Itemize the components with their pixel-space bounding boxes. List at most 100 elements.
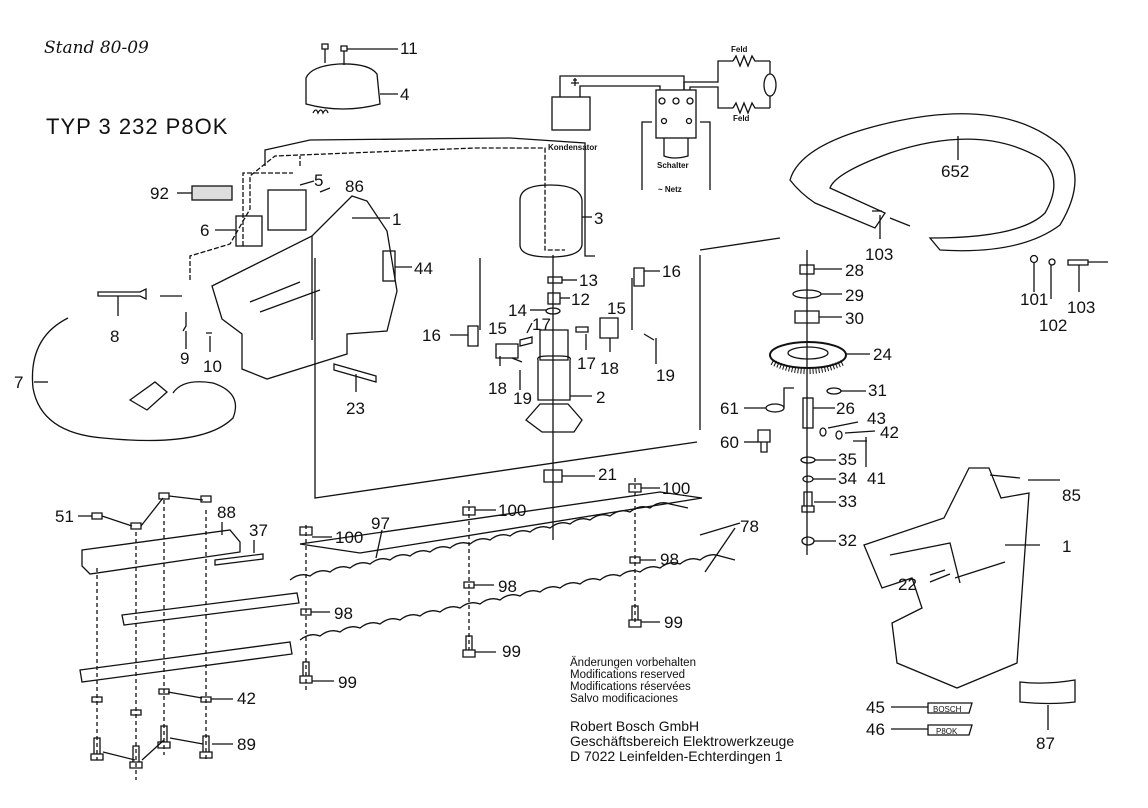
callout-part-1[interactable]: 1 bbox=[1062, 537, 1072, 556]
guide-line bbox=[314, 237, 781, 499]
callout-part-19[interactable]: 19 bbox=[656, 366, 675, 385]
callout-part-13[interactable]: 13 bbox=[579, 271, 598, 290]
switch-contact bbox=[686, 97, 694, 105]
cord-sleeve bbox=[97, 287, 147, 301]
callout-part-1[interactable]: 1 bbox=[392, 210, 402, 229]
callout-part-9[interactable]: 9 bbox=[180, 349, 190, 368]
callout-part-98[interactable]: 98 bbox=[660, 550, 679, 569]
leader bbox=[450, 270, 660, 336]
callout-part-41[interactable]: 41 bbox=[867, 469, 886, 488]
callout-part-8[interactable]: 8 bbox=[110, 327, 120, 346]
callout-part-19[interactable]: 19 bbox=[513, 389, 532, 408]
callout-part-28[interactable]: 28 bbox=[845, 261, 864, 280]
callout-part-87[interactable]: 87 bbox=[1036, 734, 1055, 753]
callout-part-44[interactable]: 44 bbox=[414, 259, 433, 278]
callout-part-652[interactable]: 652 bbox=[941, 162, 970, 181]
callout-part-100[interactable]: 100 bbox=[498, 501, 527, 520]
screw bbox=[321, 43, 329, 63]
callout-part-33[interactable]: 33 bbox=[838, 492, 857, 511]
leader bbox=[347, 48, 398, 95]
plug bbox=[128, 381, 168, 411]
callout-part-37[interactable]: 37 bbox=[249, 521, 268, 540]
callout-part-3[interactable]: 3 bbox=[594, 209, 604, 228]
callout-part-24[interactable]: 24 bbox=[873, 345, 892, 364]
label-plate bbox=[382, 250, 396, 282]
callout-part-15[interactable]: 15 bbox=[607, 299, 626, 318]
callout-part-17[interactable]: 17 bbox=[577, 354, 596, 373]
callout-part-21[interactable]: 21 bbox=[598, 465, 617, 484]
wiring-label-field-bottom: Feld bbox=[733, 114, 750, 123]
callout-part-100[interactable]: 100 bbox=[335, 528, 364, 547]
callout-part-22[interactable]: 22 bbox=[898, 575, 917, 594]
callout-part-34[interactable]: 34 bbox=[838, 469, 857, 488]
wire-harness bbox=[189, 147, 565, 280]
callout-part-85[interactable]: 85 bbox=[1062, 486, 1081, 505]
part-blade-assembly bbox=[78, 478, 741, 780]
callout-part-12[interactable]: 12 bbox=[571, 290, 590, 309]
bushing bbox=[801, 536, 815, 546]
callout-part-99[interactable]: 99 bbox=[338, 673, 357, 692]
callout-part-11[interactable]: 11 bbox=[400, 39, 418, 58]
address-line: D 7022 Leinfelden-Echterdingen 1 bbox=[570, 748, 783, 764]
callout-part-101[interactable]: 101 bbox=[1020, 290, 1049, 309]
callout-part-31[interactable]: 31 bbox=[868, 381, 887, 400]
warning-label bbox=[1019, 679, 1076, 705]
callout-part-2[interactable]: 2 bbox=[596, 388, 606, 407]
callout-part-100[interactable]: 100 bbox=[662, 479, 691, 498]
callout-part-102[interactable]: 102 bbox=[1039, 316, 1068, 335]
callout-part-10[interactable]: 10 bbox=[203, 357, 222, 376]
callout-part-15[interactable]: 15 bbox=[488, 319, 507, 338]
callout-part-45[interactable]: 45 bbox=[866, 698, 885, 717]
leader bbox=[499, 322, 611, 366]
callout-part-98[interactable]: 98 bbox=[498, 577, 517, 596]
callout-part-35[interactable]: 35 bbox=[838, 450, 857, 469]
wire-harness bbox=[264, 137, 595, 257]
callout-part-99[interactable]: 99 bbox=[664, 613, 683, 632]
callout-part-46[interactable]: 46 bbox=[866, 720, 885, 739]
callout-part-78[interactable]: 78 bbox=[740, 517, 759, 536]
callout-part-42[interactable]: 42 bbox=[237, 689, 256, 708]
key-bar bbox=[333, 363, 377, 383]
callout-part-17[interactable]: 17 bbox=[532, 315, 551, 334]
spring-clip bbox=[467, 267, 645, 347]
wire bbox=[579, 85, 661, 97]
guide-line bbox=[479, 255, 701, 540]
callout-part-103[interactable]: 103 bbox=[1067, 298, 1096, 317]
callout-part-32[interactable]: 32 bbox=[838, 531, 857, 550]
model-type-title: TYP 3 232 P8OK bbox=[46, 114, 229, 139]
callout-part-97[interactable]: 97 bbox=[371, 514, 390, 533]
callout-part-16[interactable]: 16 bbox=[662, 262, 681, 281]
callout-part-88[interactable]: 88 bbox=[217, 503, 236, 522]
callout-part-23[interactable]: 23 bbox=[346, 399, 365, 418]
callout-part-26[interactable]: 26 bbox=[836, 399, 855, 418]
callout-part-42[interactable]: 42 bbox=[880, 423, 899, 442]
wire bbox=[683, 60, 733, 90]
callout-part-99[interactable]: 99 bbox=[502, 642, 521, 661]
callout-part-43[interactable]: 43 bbox=[867, 409, 886, 428]
callout-part-86[interactable]: 86 bbox=[345, 177, 364, 196]
callout-part-29[interactable]: 29 bbox=[845, 286, 864, 305]
leader bbox=[167, 691, 233, 700]
callout-part-60[interactable]: 60 bbox=[720, 433, 739, 452]
upper-blade bbox=[289, 502, 689, 581]
callout-part-51[interactable]: 51 bbox=[55, 507, 74, 526]
callout-part-18[interactable]: 18 bbox=[600, 359, 619, 378]
screw bbox=[1033, 259, 1108, 299]
callout-part-30[interactable]: 30 bbox=[845, 309, 864, 328]
callout-part-14[interactable]: 14 bbox=[508, 301, 527, 320]
callout-part-103[interactable]: 103 bbox=[865, 245, 894, 264]
callout-part-92[interactable]: 92 bbox=[150, 184, 169, 203]
callout-part-89[interactable]: 89 bbox=[237, 735, 256, 754]
callout-part-4[interactable]: 4 bbox=[400, 85, 410, 104]
callout-part-7[interactable]: 7 bbox=[14, 373, 24, 392]
callout-part-6[interactable]: 6 bbox=[200, 221, 210, 240]
callout-part-18[interactable]: 18 bbox=[488, 379, 507, 398]
callout-part-16[interactable]: 16 bbox=[422, 326, 441, 345]
screw bbox=[801, 491, 815, 513]
callout-part-61[interactable]: 61 bbox=[720, 399, 739, 418]
callout-part-98[interactable]: 98 bbox=[334, 604, 353, 623]
switch-cover-ridge bbox=[312, 109, 329, 115]
callout-part-5[interactable]: 5 bbox=[314, 171, 324, 190]
switch-cover bbox=[305, 63, 381, 110]
leader bbox=[102, 737, 233, 761]
